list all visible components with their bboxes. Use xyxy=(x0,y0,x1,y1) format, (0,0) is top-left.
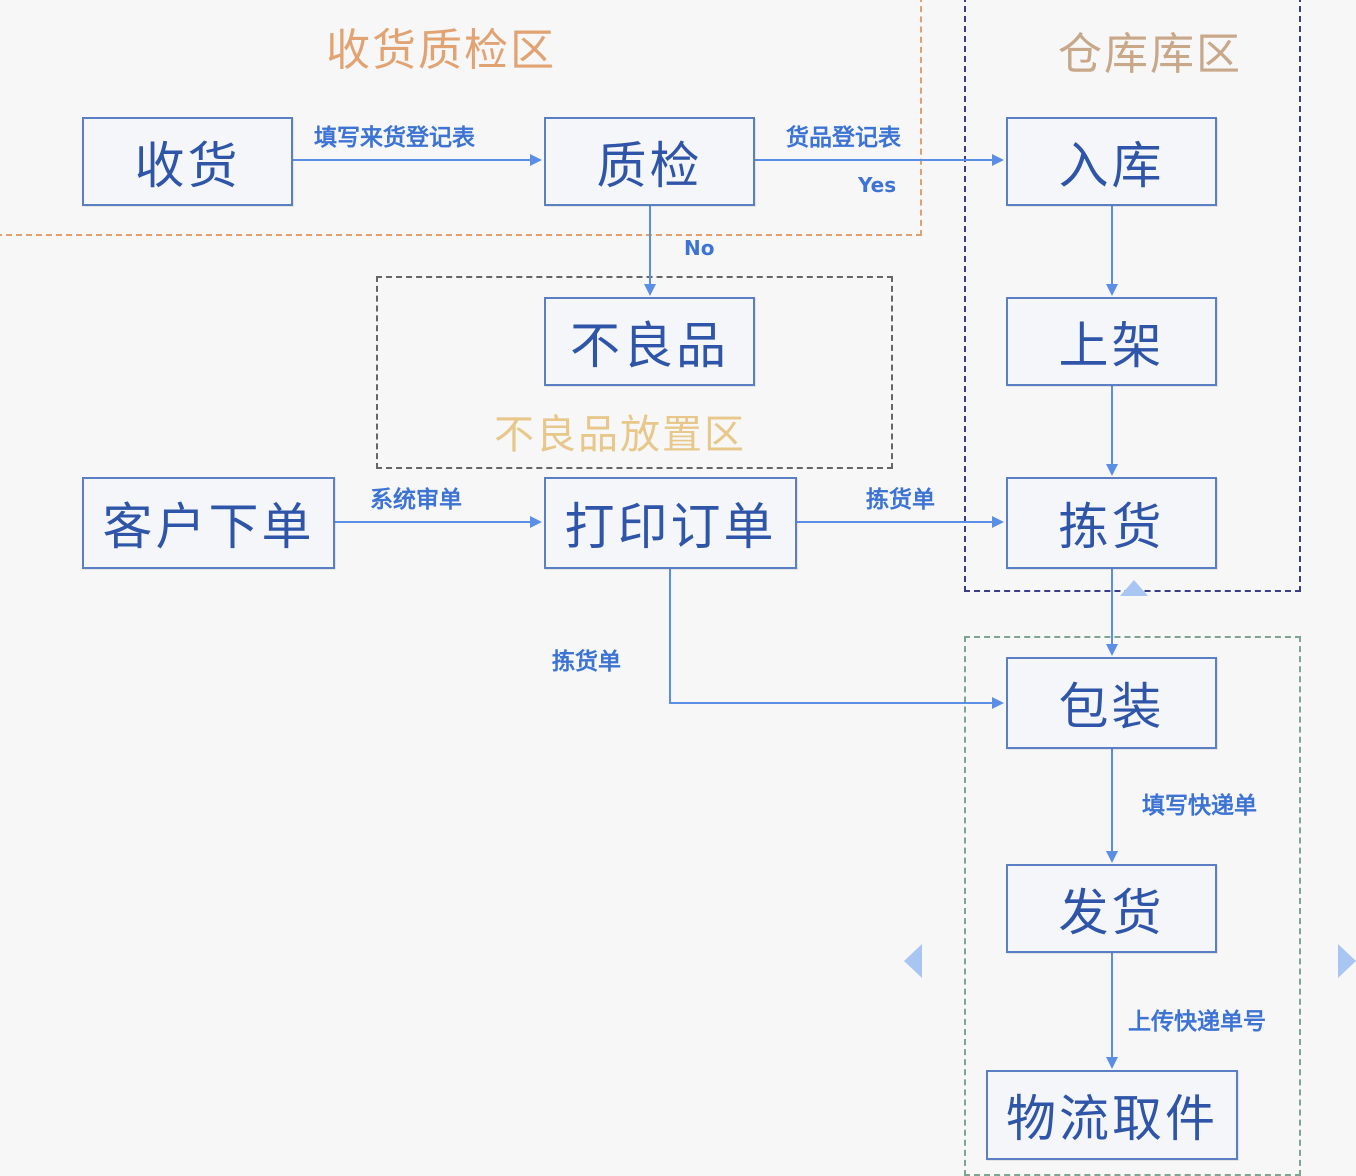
node-print-order[interactable]: 打印订单 xyxy=(544,477,797,569)
qc-zone-title: 收货质检区 xyxy=(326,25,556,76)
edge-label-yes: Yes xyxy=(858,173,897,197)
node-pick[interactable]: 拣货 xyxy=(1006,477,1217,569)
qc-zone xyxy=(0,0,922,236)
node-stock-in[interactable]: 入库 xyxy=(1006,117,1217,206)
edge-label-print-pick: 拣货单 xyxy=(866,487,935,513)
defective-zone-title: 不良品放置区 xyxy=(494,412,746,458)
edge-label-receive-inspect: 填写来货登记表 xyxy=(314,125,475,151)
node-receive[interactable]: 收货 xyxy=(82,117,293,206)
prev-page-icon[interactable] xyxy=(904,944,922,978)
node-defective[interactable]: 不良品 xyxy=(544,297,755,386)
node-customer-order[interactable]: 客户下单 xyxy=(82,477,335,569)
node-shelve[interactable]: 上架 xyxy=(1006,297,1217,386)
edge-label-inspect-stock: 货品登记表 xyxy=(786,125,901,151)
node-pickup[interactable]: 物流取件 xyxy=(986,1070,1238,1160)
edge-label-order-print: 系统审单 xyxy=(370,487,462,513)
collapse-handle-icon xyxy=(1120,580,1148,596)
edge-label-ship-pickup: 上传快递单号 xyxy=(1128,1009,1266,1035)
edge-print-pack xyxy=(669,569,1004,709)
node-ship[interactable]: 发货 xyxy=(1006,864,1217,953)
warehouse-zone-title: 仓库库区 xyxy=(1058,29,1242,80)
node-pack[interactable]: 包装 xyxy=(1006,657,1217,749)
next-page-icon[interactable] xyxy=(1338,944,1356,978)
node-inspect[interactable]: 质检 xyxy=(544,117,755,206)
defective-zone xyxy=(376,276,893,469)
edge-label-pack-ship: 填写快递单 xyxy=(1142,793,1257,819)
edge-label-no: No xyxy=(684,236,715,260)
edge-label-print-pack: 拣货单 xyxy=(552,649,621,675)
